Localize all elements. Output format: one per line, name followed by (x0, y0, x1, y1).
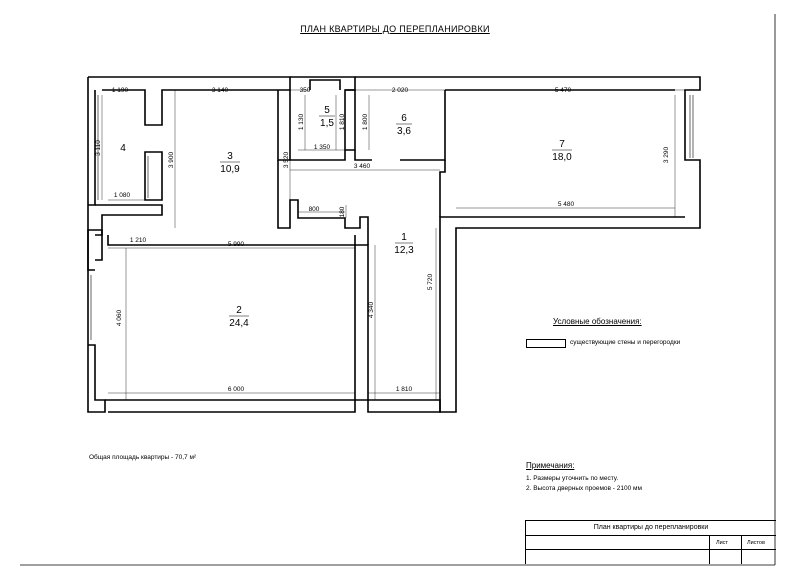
room-5-area: 1,5 (320, 118, 334, 129)
dim-3290: 3 290 (663, 146, 670, 163)
dim-3460: 3 460 (354, 163, 371, 170)
note-item: 2. Высота дверных проемов - 2100 мм (526, 485, 642, 492)
room-6-area: 3,6 (397, 126, 411, 137)
dimension-lines (101, 89, 685, 400)
dim-3520: 3 520 (283, 151, 290, 168)
room-6-number: 6 (401, 113, 407, 124)
sheets-label: Листов (747, 540, 765, 546)
dim-180: 180 (339, 206, 346, 217)
room-3-number: 3 (227, 151, 233, 162)
dim-3110: 3 110 (95, 140, 102, 156)
dim-6000: 6 000 (228, 386, 245, 393)
sheet-label: Лист (716, 540, 728, 546)
room-1-area: 12,3 (394, 245, 414, 256)
dim-1190: 1 190 (112, 87, 129, 94)
dim-5470: 5 470 (555, 87, 572, 94)
room-7-number: 7 (559, 139, 565, 150)
plan-title: ПЛАН КВАРТИРЫ ДО ПЕРЕПЛАНИРОВКИ (300, 24, 490, 34)
room-4-number: 4 (120, 143, 126, 154)
title-block-sheet-cell (709, 535, 742, 564)
room-labels: 1 12,3 2 24,4 3 10,9 4 5 1,5 6 3,6 7 18,… (120, 105, 572, 329)
dim-1810-vertical: 1 810 (339, 113, 346, 130)
legend-title: Условные обозначения: (553, 317, 642, 326)
legend-wall-label: существующие стены и перегородки (570, 339, 681, 346)
legend-wall-swatch (526, 339, 566, 348)
room-3-area: 10,9 (220, 164, 240, 175)
notes-title: Примечания: (526, 461, 575, 470)
dim-5990: 5 990 (228, 241, 245, 248)
dim-3140: 3 140 (212, 87, 229, 94)
dim-4340: 4 340 (368, 301, 375, 318)
dim-1210: 1 210 (130, 237, 147, 244)
title-block-sheets-cell (741, 535, 777, 564)
room-2-area: 24,4 (229, 318, 249, 329)
dim-4060: 4 060 (116, 309, 123, 326)
dim-5480: 5 480 (558, 201, 575, 208)
room-1-number: 1 (401, 232, 407, 243)
dim-1810-horizontal: 1 810 (396, 386, 413, 393)
title-block: План квартиры до перепланировки Лист Лис… (525, 520, 776, 564)
total-area-text: Общая площадь квартиры - 70,7 м² (89, 454, 197, 461)
dim-2020: 2 020 (392, 87, 409, 94)
dimension-labels: 1 190 3 140 350 2 020 5 470 3 110 3 900 … (95, 87, 670, 393)
note-item: 1. Размеры уточнить по месту. (526, 475, 619, 482)
dim-800: 800 (309, 206, 320, 213)
dim-3900: 3 900 (168, 151, 175, 168)
room-5-number: 5 (324, 105, 330, 116)
notes-list: 1. Размеры уточнить по месту. 2. Высота … (526, 474, 642, 494)
dim-1130: 1 130 (298, 113, 305, 130)
title-block-row (526, 549, 776, 550)
dim-5720: 5 720 (427, 273, 434, 290)
windows (87, 95, 694, 340)
dim-1350: 1 350 (314, 144, 331, 151)
dim-1800: 1 800 (362, 113, 369, 130)
room-2-number: 2 (236, 305, 242, 316)
title-block-title: План квартиры до перепланировки (526, 521, 776, 536)
dim-1080: 1 080 (114, 192, 131, 199)
dim-350: 350 (300, 87, 311, 94)
room-7-area: 18,0 (552, 152, 572, 163)
